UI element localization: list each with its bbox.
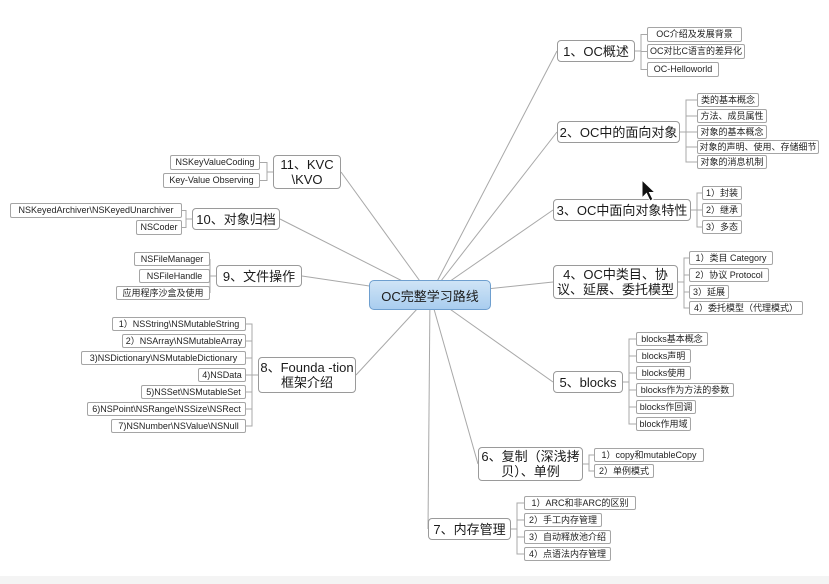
branch-copy-singleton[interactable]: 6、复制（深浅拷贝）、单例 (478, 447, 583, 481)
branch-oop[interactable]: 2、OC中的面向对象 (557, 121, 680, 143)
branch-category-protocol[interactable]: 4、OC中类目、协议、延展、委托模型 (553, 265, 678, 299)
branch-kvc-kvo[interactable]: 11、KVC \KVO (273, 155, 341, 189)
leaf-nsfilemanager[interactable]: NSFileManager (134, 252, 210, 266)
leaf-oc-helloworld[interactable]: OC-Helloworld (647, 62, 719, 77)
mouse-cursor-icon (641, 179, 657, 202)
leaf-manual-memory[interactable]: 2）手工内存管理 (524, 513, 602, 527)
leaf-object-declare-use[interactable]: 对象的声明、使用、存储细节 (697, 140, 819, 154)
leaf-nskeyedarchiver[interactable]: NSKeyedArchiver\NSKeyedUnarchiver (10, 203, 182, 218)
branch-blocks[interactable]: 5、blocks (553, 371, 623, 393)
leaf-blocks-concept[interactable]: blocks基本概念 (636, 332, 708, 346)
leaf-edge (691, 209, 702, 228)
leaf-edge (246, 374, 258, 427)
leaf-edge (511, 528, 524, 555)
leaf-edge (680, 115, 697, 133)
leaf-nskeyvaluecoding[interactable]: NSKeyValueCoding (170, 155, 260, 170)
leaf-methods-props[interactable]: 方法、成员属性 (697, 109, 767, 123)
leaf-edge (209, 275, 216, 293)
root-node[interactable]: OC完整学习路线 (369, 280, 491, 310)
leaf-edge (680, 131, 697, 148)
leaf-nsstring[interactable]: 1）NSString\NSMutableString (112, 317, 246, 331)
leaf-object-concept[interactable]: 对象的基本概念 (697, 125, 767, 139)
leaf-edge (691, 192, 702, 211)
leaf-nspoint[interactable]: 6)NSPoint\NSRange\NSSize\NSRect (87, 402, 246, 416)
bottom-strip (0, 576, 829, 584)
leaf-encapsulation[interactable]: 1）封装 (702, 186, 742, 200)
leaf-edge (678, 281, 689, 309)
leaf-polymorphism[interactable]: 3）多态 (702, 220, 742, 234)
leaf-singleton[interactable]: 2）单例模式 (594, 464, 654, 478)
leaf-nsset[interactable]: 5)NSSet\NSMutableSet (141, 385, 246, 399)
branch-archiving[interactable]: 10、对象归档 (192, 208, 280, 230)
leaf-nsnumber[interactable]: 7)NSNumber\NSValue\NSNull (111, 419, 246, 433)
leaf-protocol[interactable]: 2）协议 Protocol (689, 268, 769, 282)
leaf-extension[interactable]: 3）延展 (689, 285, 729, 299)
leaf-nsdictionary[interactable]: 3)NSDictionary\NSMutableDictionary (81, 351, 246, 365)
leaf-block-scope[interactable]: block作用域 (636, 417, 691, 431)
leaf-nsfilehandle[interactable]: NSFileHandle (139, 269, 210, 283)
leaf-edge (583, 454, 594, 465)
leaf-nsarray[interactable]: 2）NSArray\NSMutableArray (122, 334, 246, 348)
leaf-edge (182, 218, 192, 228)
leaf-blocks-use[interactable]: blocks使用 (636, 366, 691, 380)
leaf-nsdata[interactable]: 4)NSData (198, 368, 246, 382)
leaf-oc-vs-c[interactable]: OC对比C语言的差异化 (647, 44, 745, 59)
leaf-category[interactable]: 1）类目 Category (689, 251, 773, 265)
leaf-edge (583, 463, 594, 472)
leaf-class-concept[interactable]: 类的基本概念 (697, 93, 759, 107)
branch-oop-features[interactable]: 3、OC中面向对象特性 (553, 199, 691, 221)
leaf-edge (678, 274, 689, 283)
branch-oc-overview[interactable]: 1、OC概述 (557, 40, 635, 62)
leaf-autorelease-pool[interactable]: 3）自动释放池介绍 (524, 530, 611, 544)
leaf-key-value-observing[interactable]: Key-Value Observing (163, 173, 260, 188)
leaf-edge (260, 171, 273, 181)
leaf-edge (246, 357, 258, 376)
leaf-sandbox[interactable]: 应用程序沙盒及使用 (116, 286, 210, 300)
leaf-edge (182, 210, 192, 220)
root-edge (340, 171, 431, 296)
leaf-blocks-callback[interactable]: blocks作回调 (636, 400, 696, 414)
branch-memory-management[interactable]: 7、内存管理 (428, 518, 511, 540)
root-edge (429, 294, 479, 465)
leaf-oc-intro[interactable]: OC介绍及发展背景 (647, 27, 742, 42)
root-edge (429, 131, 558, 296)
leaf-edge (260, 162, 273, 173)
leaf-edge (623, 381, 636, 425)
leaf-blocks-as-param[interactable]: blocks作为方法的参数 (636, 383, 734, 397)
branch-file-operations[interactable]: 9、文件操作 (216, 265, 302, 287)
leaf-arc-vs-nonarc[interactable]: 1）ARC和非ARC的区别 (524, 496, 636, 510)
branch-foundation[interactable]: 8、Founda -tion框架介绍 (258, 357, 356, 393)
leaf-edge (635, 34, 647, 52)
leaf-inheritance[interactable]: 2）继承 (702, 203, 742, 217)
leaf-copy-mutablecopy[interactable]: 1）copy和mutableCopy (594, 448, 704, 462)
leaf-blocks-declare[interactable]: blocks声明 (636, 349, 691, 363)
root-edge (429, 50, 558, 296)
root-edge (427, 294, 431, 530)
leaf-object-messaging[interactable]: 对象的消息机制 (697, 155, 767, 169)
leaf-edge (623, 372, 636, 383)
leaf-edge (511, 519, 524, 530)
leaf-delegate-model[interactable]: 4）委托模型（代理模式） (689, 301, 803, 315)
leaf-edge (635, 50, 647, 70)
leaf-edge (680, 131, 697, 163)
leaf-nscoder[interactable]: NSCoder (136, 220, 182, 235)
leaf-dot-syntax-memory[interactable]: 4）点语法内存管理 (524, 547, 611, 561)
